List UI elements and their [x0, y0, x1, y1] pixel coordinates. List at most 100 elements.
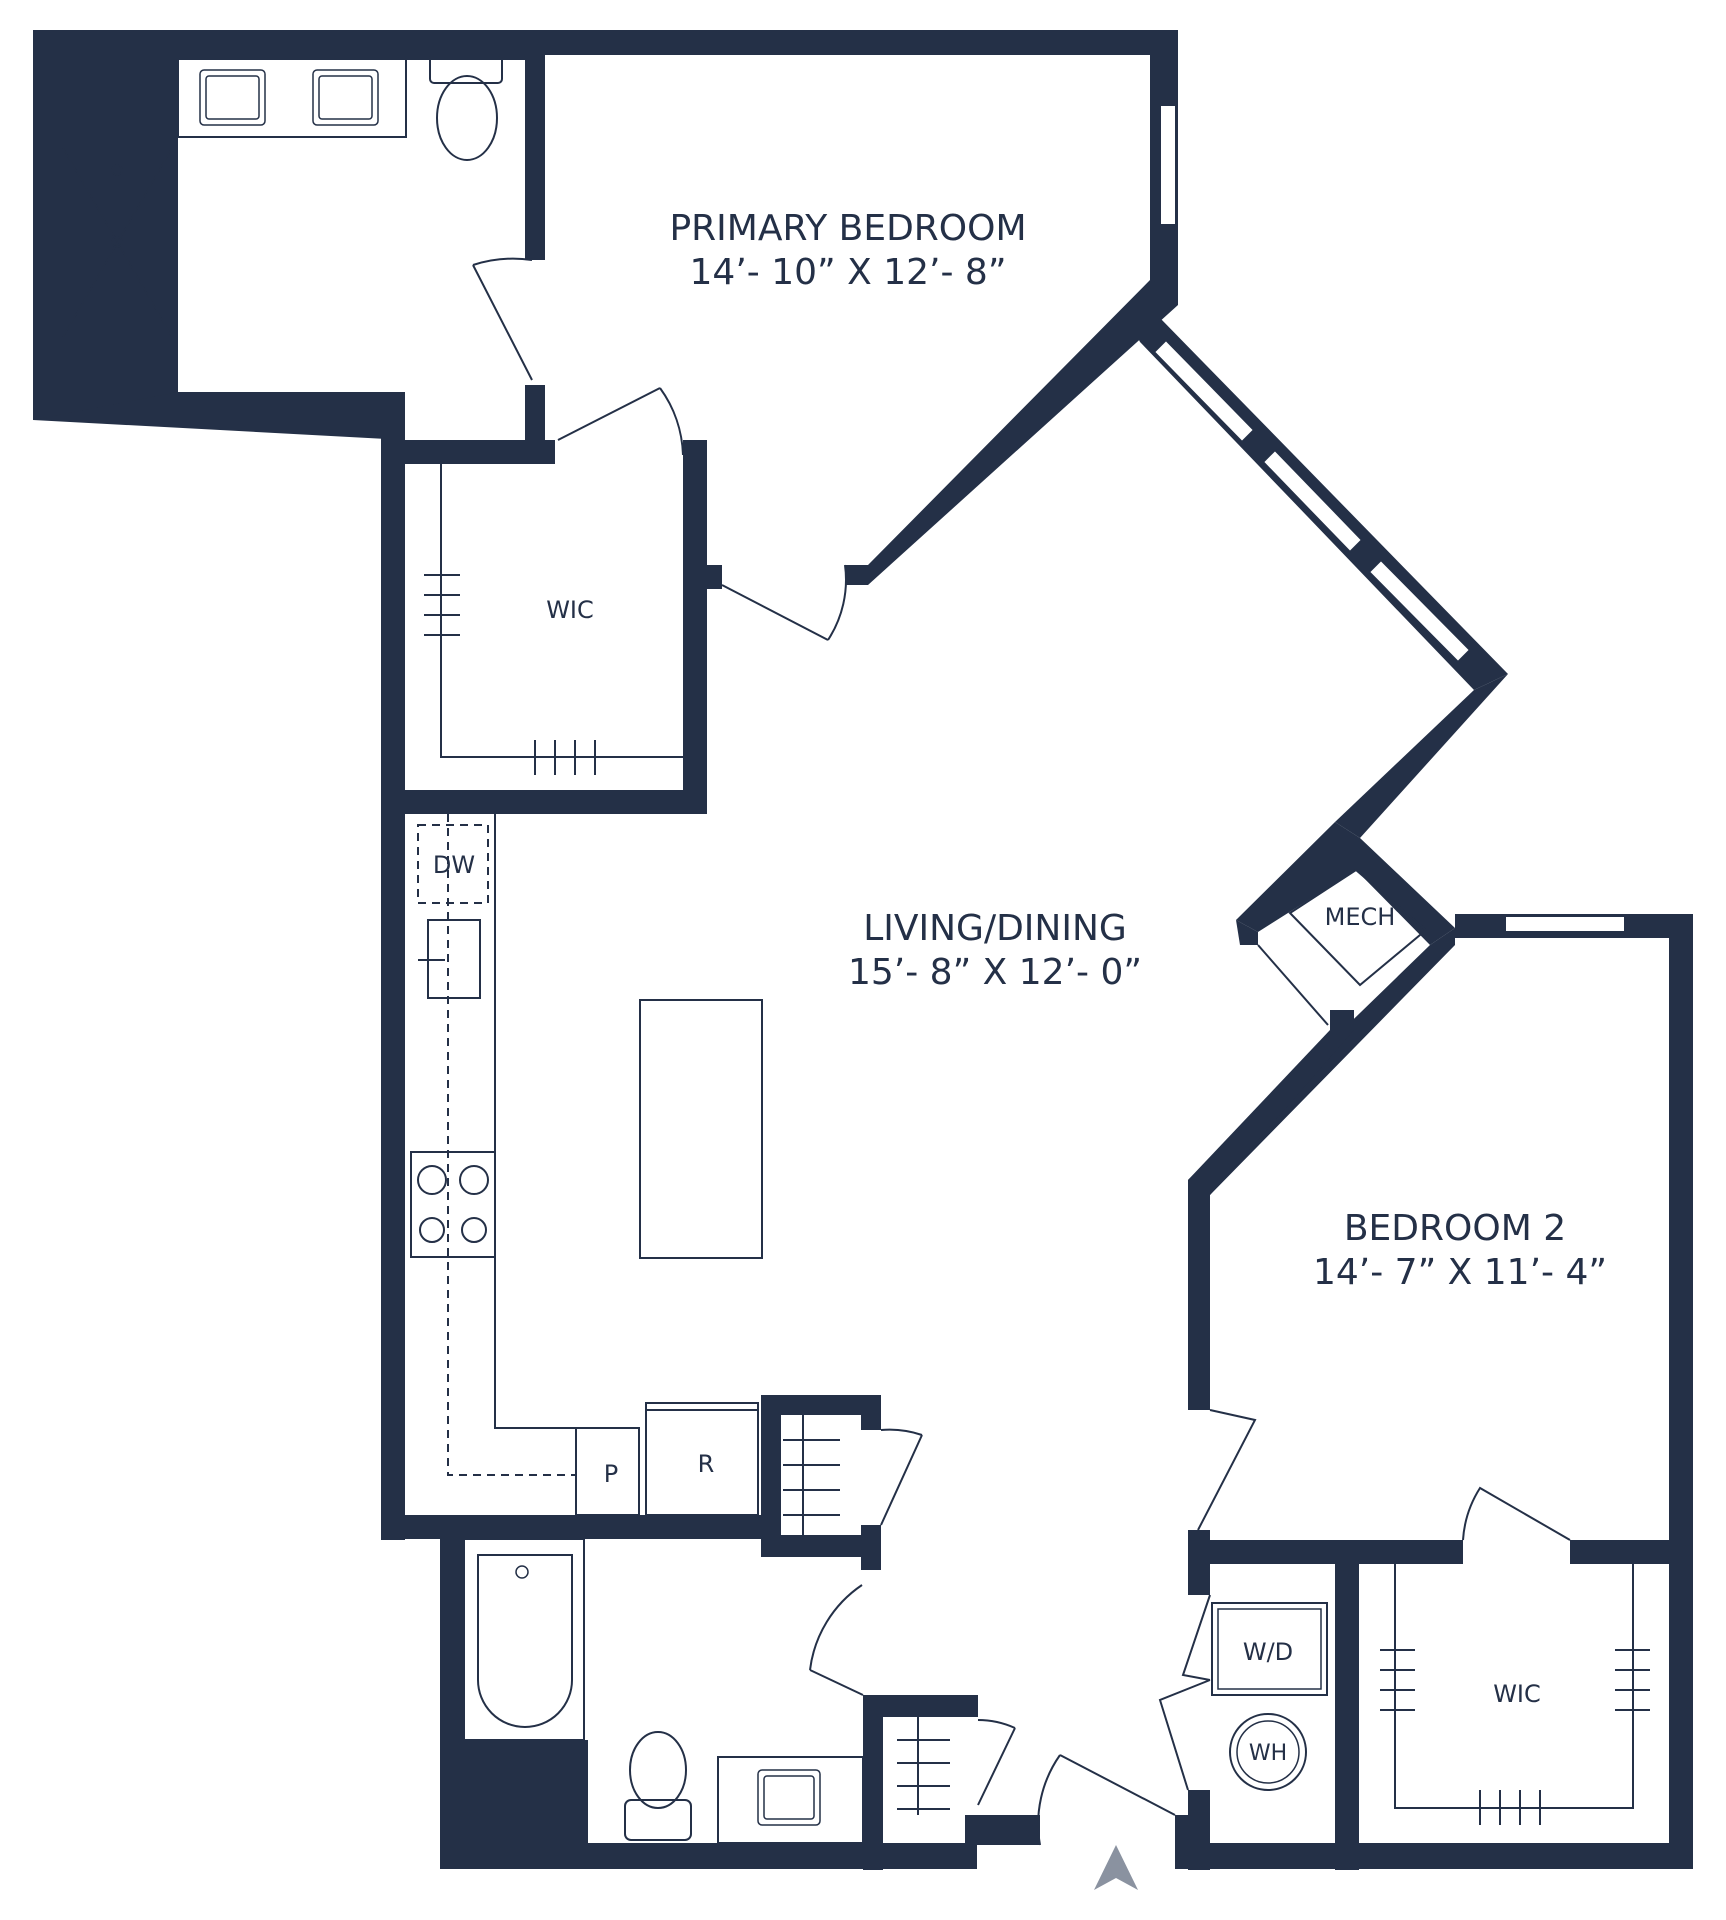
living-window-1 — [1152, 338, 1256, 444]
living-window-3 — [1367, 558, 1472, 664]
living-window-2 — [1261, 448, 1364, 554]
bedroom2-wic — [1380, 1564, 1650, 1825]
closet2-top-wall — [863, 1695, 978, 1717]
living-dining-name: LIVING/DINING — [863, 908, 1127, 949]
bedroom2-wic-door — [1462, 1486, 1571, 1541]
cooktop-icon — [410, 1151, 496, 1258]
shower-icon — [59, 144, 176, 341]
upper-cabinets — [447, 814, 576, 1476]
mech-door-stub — [1330, 1010, 1354, 1030]
exterior-walls — [33, 30, 1693, 1870]
bath2-sink-icon — [757, 1769, 821, 1826]
sink-left-icon — [199, 69, 266, 126]
mech-closet — [1257, 868, 1428, 1026]
mech-label: MECH — [1325, 903, 1396, 931]
primary-bath-partition — [525, 55, 545, 260]
primary-bath-door — [472, 257, 533, 381]
wic-primary-label: WIC — [546, 596, 594, 624]
coat-closet-door — [977, 1719, 1016, 1806]
closet1-bottom-wall — [761, 1535, 881, 1557]
primary-bedroom-name: PRIMARY BEDROOM — [669, 208, 1026, 249]
mech-closet-walls — [1236, 822, 1455, 945]
closet1-right-stub-bottom — [861, 1525, 881, 1570]
laundry-door-upper — [1181, 1594, 1211, 1681]
bath2-left-block — [440, 1740, 588, 1869]
dishwasher-icon — [417, 824, 489, 904]
bedroom2-bottom-wall-right — [1570, 1540, 1693, 1564]
mech-door — [1257, 944, 1329, 1026]
primary-bath-partition-lower — [525, 385, 545, 445]
water-heater-label: WH — [1249, 1741, 1287, 1766]
bedroom2-door — [1197, 1409, 1257, 1531]
wic-primary-top-wall — [405, 440, 555, 464]
bedroom2-right-wall — [1669, 914, 1693, 1869]
laundry-fixtures — [1158, 1594, 1328, 1791]
wic-primary-right-wall — [683, 440, 707, 814]
primary-bath-fixtures — [59, 54, 684, 456]
kitchen-counter — [494, 814, 577, 1515]
wic-primary-door-stub — [707, 565, 722, 589]
primary-bedroom-diagonal-wall — [845, 280, 1178, 585]
bedroom2-dims: 14’- 7” X 11’- 4” — [1313, 1252, 1607, 1293]
bedroom2-window — [1504, 915, 1626, 933]
wic-bedroom2-label: WIC — [1493, 1680, 1541, 1708]
pantry-icon — [575, 1427, 640, 1516]
primary-bedroom-dims: 14’- 10” X 12’- 8” — [690, 252, 1007, 293]
refrigerator-icon — [645, 1402, 759, 1516]
bedroom2-left-upper-wall — [1188, 1030, 1354, 1195]
washer-dryer-label: W/D — [1243, 1638, 1293, 1666]
wic-primary-door-jamb — [683, 440, 707, 455]
refrigerator-label: R — [698, 1450, 715, 1478]
toilet-bath2-icon — [629, 1731, 687, 1809]
kitchen-fixtures — [410, 814, 763, 1516]
living-dining-dims: 15’- 8” X 12’- 0” — [848, 952, 1142, 993]
kitchen-island — [639, 999, 763, 1259]
windows — [1152, 104, 1626, 933]
entry-right-jamb — [1175, 1815, 1195, 1869]
bath2-door — [809, 1584, 864, 1696]
wic2-shelves-bottom — [1479, 1790, 1541, 1825]
pantry-label: P — [604, 1460, 618, 1488]
sink-right-icon — [312, 69, 379, 126]
wic-primary-bottom-wall — [405, 790, 707, 814]
laundry-left-wall-upper — [1188, 1530, 1210, 1595]
linen-closet — [783, 1415, 923, 1535]
laundry-wic-divider — [1335, 1540, 1359, 1870]
primary-bedroom-window — [1159, 104, 1177, 226]
laundry-door-lower — [1158, 1679, 1211, 1791]
closet2-bottom-wall — [965, 1815, 1040, 1845]
living-right-angled-wall — [1335, 674, 1508, 838]
water-heater-icon — [1229, 1713, 1307, 1791]
primary-wic-fixtures — [424, 464, 847, 775]
vanity-counter — [177, 54, 407, 138]
shelf-marks-left — [424, 574, 460, 636]
entry-door — [1037, 1754, 1176, 1846]
bottom-wall-right — [1175, 1843, 1693, 1869]
north-arrow-icon — [1094, 1845, 1138, 1890]
closet1-right-stub-top — [861, 1395, 881, 1430]
left-wall — [381, 392, 405, 1540]
closet1-top-wall — [761, 1395, 881, 1415]
washer-dryer-icon — [1211, 1602, 1328, 1696]
primary-bath-left-block — [33, 30, 178, 420]
mech-closet-left-wall — [1236, 920, 1258, 945]
bathtub-icon — [463, 1538, 585, 1741]
bath2-fixtures — [463, 1538, 864, 1844]
linen-door — [880, 1428, 923, 1526]
closet2-left-wall — [863, 1695, 883, 1870]
toilet-primary-icon — [436, 75, 498, 161]
wic2-shelves-left — [1380, 1649, 1415, 1711]
dishwasher-label: DW — [433, 851, 475, 879]
bedroom2-left-wall — [1188, 1180, 1210, 1410]
coat-closet — [897, 1717, 1016, 1815]
kitchen-bottom-wall — [381, 1515, 761, 1539]
primary-wic-door — [557, 387, 684, 456]
bedroom-door — [721, 564, 847, 641]
closet1-left-wall — [761, 1395, 781, 1555]
shelf-marks-bottom — [534, 740, 596, 775]
bath2-sink-counter — [717, 1756, 864, 1844]
bedroom2-name: BEDROOM 2 — [1344, 1208, 1566, 1249]
wic2-shelves-right — [1615, 1649, 1650, 1711]
bedroom2-bottom-wall-left — [1188, 1540, 1463, 1564]
